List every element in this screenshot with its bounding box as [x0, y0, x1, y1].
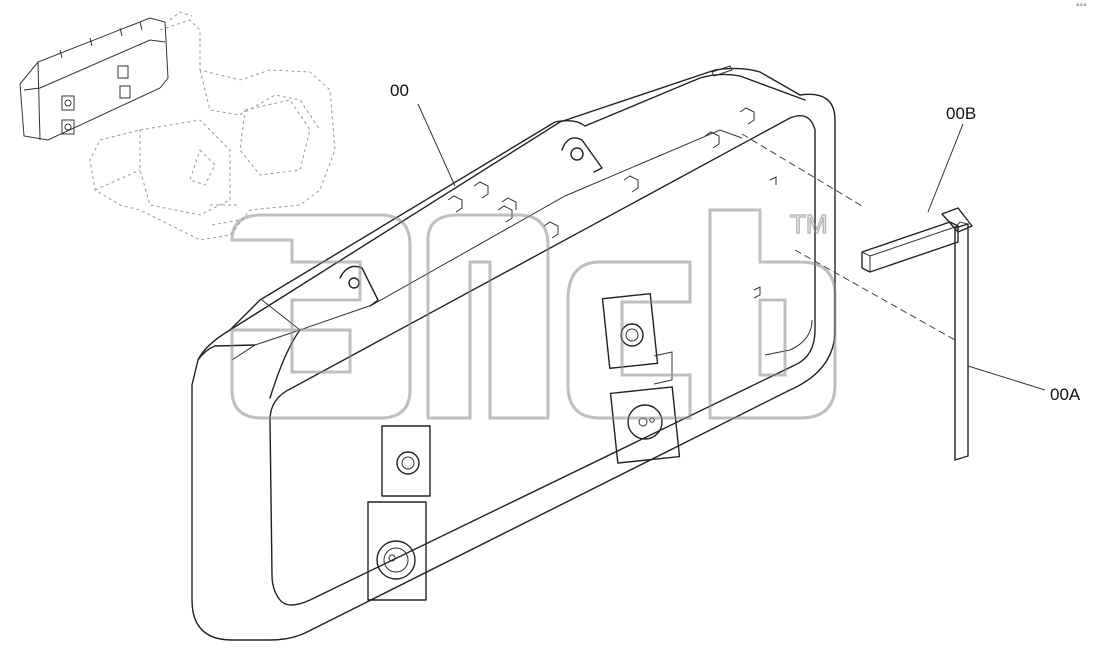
watermark-logo: TM — [230, 208, 837, 420]
assembly-line-lower — [794, 249, 956, 341]
leader-00 — [417, 103, 456, 187]
callout-00: 00 — [390, 81, 409, 100]
callout-00a: 00A — [1050, 385, 1081, 404]
leader-00a — [967, 365, 1046, 391]
watermark-trademark: TM — [790, 209, 828, 239]
assembly-line-upper — [741, 133, 863, 207]
counterweight — [191, 65, 836, 641]
callout-00b: 00B — [946, 104, 976, 123]
machine-overview-inset — [19, 11, 336, 241]
leader-00b — [927, 123, 964, 213]
corner-mark: °°° — [1076, 2, 1087, 12]
bracket-part-00b — [861, 207, 973, 273]
bar-part-00a — [954, 221, 969, 461]
